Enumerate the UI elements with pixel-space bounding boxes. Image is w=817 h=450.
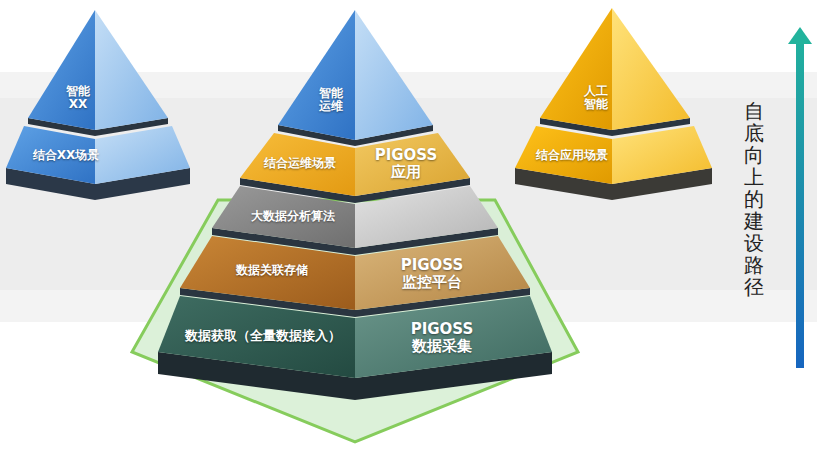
apex-label: 智能 运维: [316, 87, 346, 113]
path-label: 自底向上的建设路径: [744, 100, 764, 298]
pyramid-band: 人工 智能: [540, 8, 690, 136]
band-face: [612, 126, 712, 184]
band-shape: [278, 10, 433, 146]
band-face: [180, 236, 355, 310]
band-label: 数据获取（全量数据接入）: [185, 329, 341, 343]
band-label: 结合XX场景: [33, 149, 100, 162]
pyramid-band: 数据获取（全量数据接入） PIGOSS 数据采集: [158, 296, 552, 400]
band-face: [355, 296, 552, 378]
band-face: [278, 10, 355, 140]
band-face: [355, 236, 530, 310]
pyramid-band: 结合XX场景: [6, 126, 190, 200]
band-face: [355, 10, 433, 140]
band-face: [28, 10, 95, 130]
band-face: [355, 133, 470, 196]
pyramid-band: 智能 运维: [278, 10, 433, 146]
arrow-head: [788, 27, 812, 44]
band-shape: [158, 296, 552, 400]
band-label: 大数据分析算法: [251, 210, 335, 223]
band-label: 数据关联存储: [236, 264, 308, 277]
apex-label: 智能 XX: [63, 85, 93, 111]
band-face: [515, 126, 612, 184]
band-face: [95, 126, 190, 184]
band-face: [158, 296, 355, 378]
band-face: [540, 8, 612, 130]
product-label: PIGOSS 应用: [371, 147, 441, 180]
arrow-shaft: [796, 40, 804, 368]
pyramid-band: 结合应用场景: [515, 126, 712, 200]
band-face: [612, 8, 690, 130]
product-label: PIGOSS 监控平台: [396, 257, 468, 290]
band-face: [212, 186, 355, 248]
band-label: 结合运维场景: [264, 157, 336, 170]
apex-label: 人工 智能: [581, 85, 611, 111]
band-shape: [540, 8, 690, 136]
band-shape: [28, 10, 168, 136]
band-shape: [6, 126, 190, 200]
band-label: 结合应用场景: [536, 149, 608, 162]
band-face: [355, 186, 498, 248]
product-label: PIGOSS 数据采集: [406, 321, 478, 354]
band-shape: [515, 126, 712, 200]
band-face: [240, 133, 355, 196]
pyramid-band: 智能 XX: [28, 10, 168, 136]
band-face: [95, 10, 168, 130]
